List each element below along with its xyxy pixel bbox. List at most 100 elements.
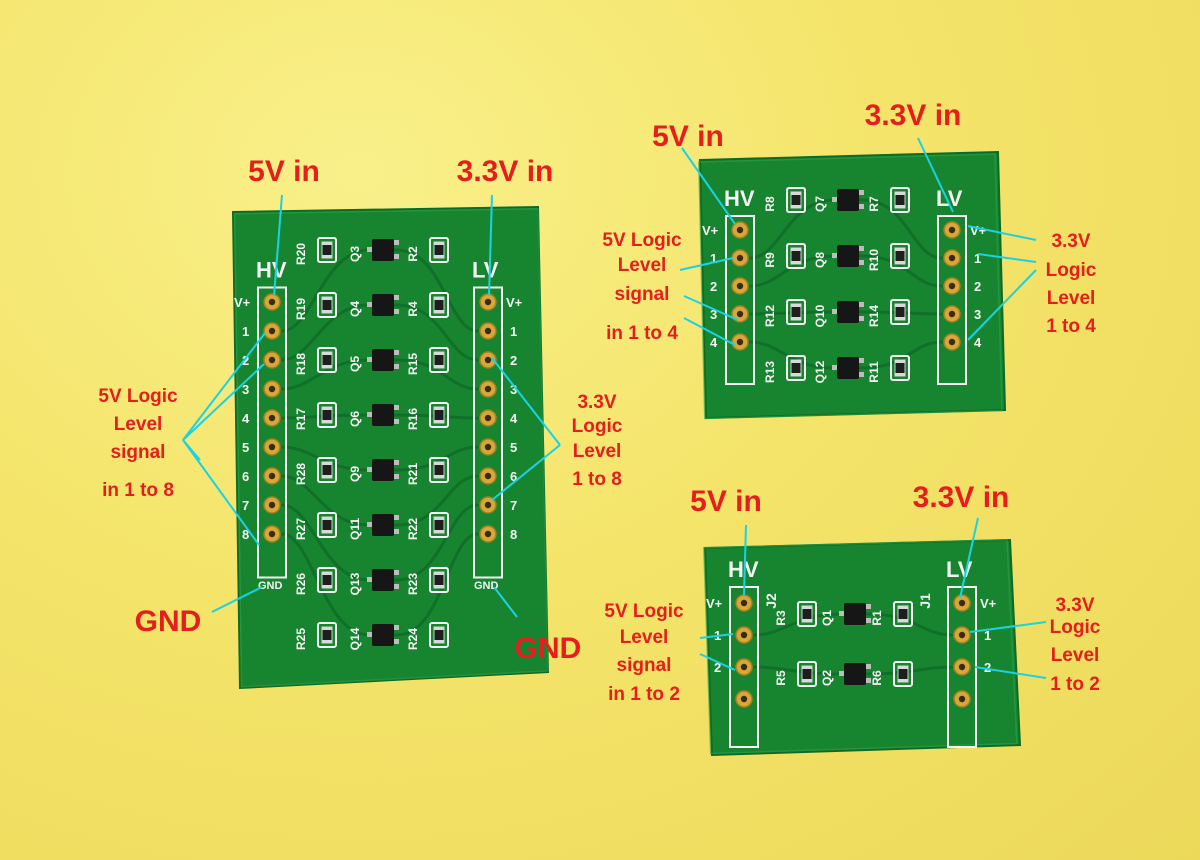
hv-pin-number: 8 [242, 527, 249, 542]
sot23-transistor [832, 357, 864, 379]
callout-leader-line [681, 147, 736, 225]
lv-signal-label-4-line: Logic [1046, 260, 1097, 281]
pcb-substrate [698, 150, 1007, 420]
resistor-designator: R4 [406, 301, 420, 317]
hv-pin-number: 6 [242, 469, 249, 484]
resistor-designator: R21 [406, 463, 420, 485]
callout-leader-line [182, 332, 266, 441]
callout-label: GND [135, 605, 202, 638]
callout-leader-line [977, 253, 1037, 263]
smd-resistor [429, 402, 449, 428]
resistor-designator: R24 [406, 628, 420, 650]
sot23-transistor [367, 569, 399, 591]
header-pin-pad [731, 305, 749, 323]
hv-signal-label-2-line: Level [620, 627, 669, 648]
smd-resistor [797, 661, 817, 687]
hv-signal-label-2-line: signal [617, 655, 672, 676]
sot23-transistor [367, 239, 399, 261]
resistor-designator: R28 [294, 463, 308, 485]
hv-silk-label: HV [724, 186, 755, 211]
lv-signal-label-8-line: Logic [572, 416, 623, 437]
header-pin-pad [735, 690, 753, 708]
lv-vplus-label: V+ [970, 223, 987, 238]
smd-resistor [429, 622, 449, 648]
header-pin-pad [479, 467, 497, 485]
header-pin-pad [735, 594, 753, 612]
callout-leader-line [683, 295, 739, 321]
header-pin-pad [263, 467, 281, 485]
smd-resistor [797, 601, 817, 627]
hv-silk-label: HV [256, 258, 287, 283]
hv-pin-number: 7 [242, 498, 249, 513]
lv-pin-number: 2 [510, 353, 517, 368]
header-pin-pad [479, 525, 497, 543]
callout-leader-line [699, 653, 736, 671]
hv-header-outline [257, 286, 287, 579]
lv-signal-label-8-line: Level [573, 441, 622, 462]
header-pin-pad [263, 525, 281, 543]
transistor-designator: Q12 [813, 360, 827, 383]
sot23-transistor [832, 301, 864, 323]
resistor-designator: R26 [294, 573, 308, 595]
hv-signal-label-4-line: Level [618, 255, 667, 276]
smd-resistor [890, 299, 910, 325]
hv-signal-label-4-line: signal [615, 284, 670, 305]
header-pin-pad [953, 690, 971, 708]
resistor-designator: R2 [406, 246, 420, 262]
callout-leader-line [491, 357, 561, 446]
hv-pin-number: 2 [710, 279, 717, 294]
resistor-designator: R19 [294, 298, 308, 320]
resistor-designator: R20 [294, 243, 308, 265]
callout-label: GND [515, 632, 582, 665]
transistor-designator: Q5 [348, 356, 362, 372]
callout-label: 5V in [652, 120, 724, 153]
resistor-designator: R17 [294, 408, 308, 430]
callout-leader-line [488, 194, 493, 297]
header-pin-pad [479, 409, 497, 427]
sot23-transistor [367, 404, 399, 426]
lv-signal-label-4-line: 3.3V [1051, 231, 1090, 252]
lv-signal-label-2-line: 1 to 2 [1050, 674, 1100, 695]
callout-leader-line [699, 633, 734, 639]
hv-signal-label-8-line: signal [111, 442, 166, 463]
lv-pin-number: 5 [510, 440, 517, 455]
transistor-designator: Q11 [348, 518, 362, 540]
sot23-transistor [832, 245, 864, 267]
smd-resistor [317, 457, 337, 483]
transistor-designator: Q9 [348, 466, 362, 482]
resistor-designator: R3 [774, 610, 788, 626]
j1-silk-label: J1 [917, 593, 933, 609]
lv-pin-number: 3 [974, 307, 981, 322]
transistor-designator: Q8 [813, 252, 827, 268]
callout-leader-line [969, 621, 1047, 633]
header-pin-pad [953, 594, 971, 612]
lv-signal-label-2-line: Logic [1050, 617, 1101, 638]
smd-resistor [317, 347, 337, 373]
hv-pin-number: 1 [710, 251, 717, 266]
resistor-designator: R13 [763, 361, 777, 383]
resistor-designator: R14 [867, 305, 881, 327]
transistor-designator: Q6 [348, 411, 362, 427]
smd-resistor [890, 243, 910, 269]
smd-resistor [786, 299, 806, 325]
header-pin-pad [263, 293, 281, 311]
smd-resistor [429, 457, 449, 483]
lv-silk-label: LV [936, 186, 963, 211]
smd-resistor [429, 292, 449, 318]
j2-silk-label: J2 [763, 593, 779, 609]
smd-resistor [317, 237, 337, 263]
transistor-designator: Q2 [820, 670, 834, 686]
smd-resistor [317, 567, 337, 593]
header-pin-pad [943, 249, 961, 267]
sot23-transistor [839, 663, 871, 685]
header-pin-pad [479, 380, 497, 398]
transistor-designator: Q7 [813, 196, 827, 212]
resistor-designator: R6 [870, 670, 884, 686]
smd-resistor [429, 347, 449, 373]
transistor-designator: Q4 [348, 301, 362, 317]
hv-vplus-label: V+ [234, 295, 251, 310]
smd-resistor [786, 243, 806, 269]
hv-pin-number: 3 [242, 382, 249, 397]
header-pin-pad [479, 351, 497, 369]
